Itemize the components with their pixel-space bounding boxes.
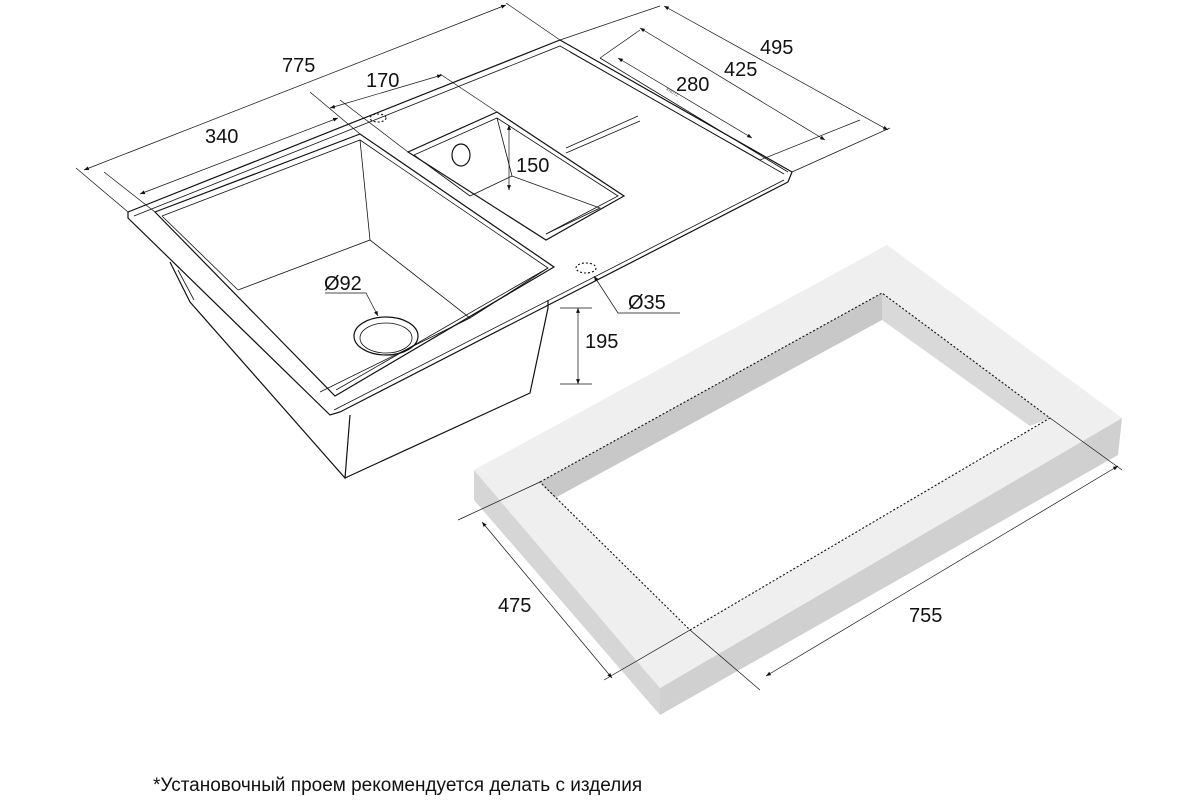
dim-475: 475	[498, 595, 531, 617]
dim-150: 150	[516, 155, 549, 177]
tap-hole-35	[575, 262, 597, 274]
dim-425: 425	[724, 59, 757, 81]
drain-hole-92	[353, 316, 419, 356]
dim-diameter-92: Ø92	[324, 273, 362, 295]
tap-holes	[369, 113, 597, 274]
countertop-cutout-view	[474, 245, 1122, 715]
sink-dimensions: 775 340 170 495 425 280 150 195 Ø92 Ø35	[75, 2, 891, 385]
overflow-hole	[451, 143, 471, 167]
countertop-side-front	[660, 418, 1122, 715]
dim-340: 340	[205, 126, 238, 148]
dim-775: 775	[282, 55, 315, 77]
dim-diameter-35: Ø35	[628, 292, 666, 314]
dim-755: 755	[909, 605, 942, 627]
dim-170: 170	[366, 70, 399, 92]
main-bowl	[153, 133, 556, 397]
sink-body	[169, 261, 549, 480]
cutout-dimensions: 475 755	[457, 417, 1123, 691]
dim-280: 280	[676, 74, 709, 96]
installation-footnote: *Установочный проем рекомендуется делать…	[153, 775, 643, 796]
dim-195: 195	[585, 331, 618, 353]
dim-495: 495	[760, 37, 793, 59]
